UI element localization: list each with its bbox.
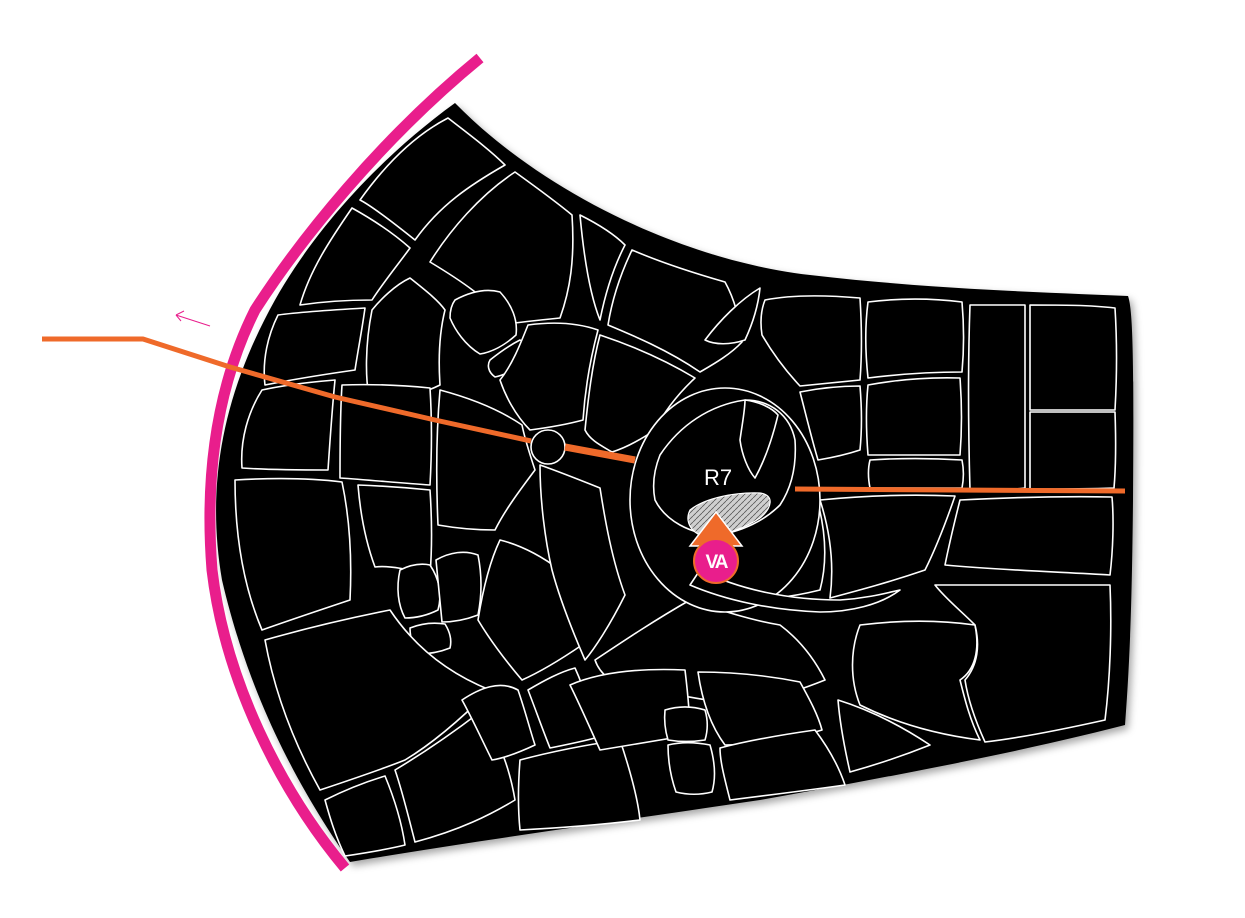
boundary-road: [204, 53, 484, 872]
roundabout: [530, 429, 566, 465]
direction-arrow-icon: [175, 310, 211, 327]
main-road-east: [564, 443, 636, 464]
main-road: [42, 336, 532, 444]
main-road-far-east: [794, 486, 1126, 494]
district-label: R7: [704, 465, 732, 490]
location-pin-icon[interactable]: VA: [688, 510, 744, 584]
pin-label: VA: [706, 552, 729, 573]
city-blocks: [234, 117, 1118, 857]
